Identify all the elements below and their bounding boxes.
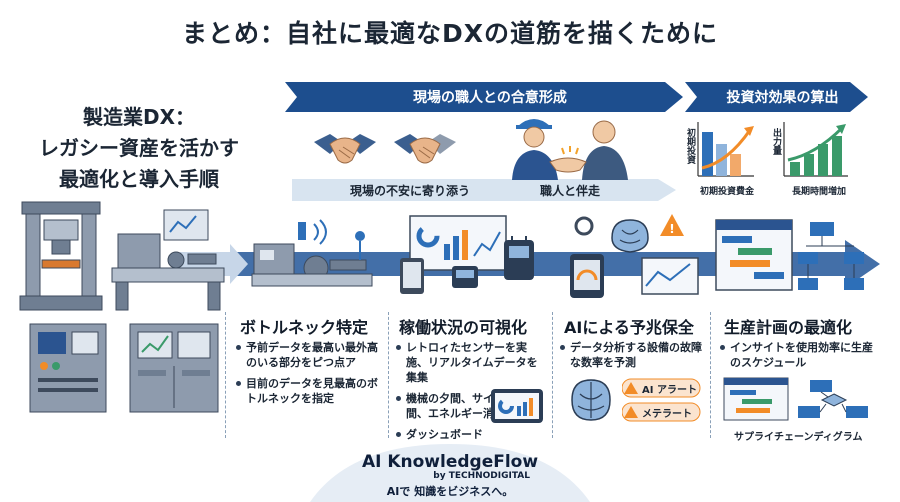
band-arrow-consensus [285, 82, 683, 112]
roi-chart-output [783, 122, 848, 177]
roi-chart-output-vlabel: 出力量 [771, 128, 781, 155]
brand-block: AI KnowledgeFlow by TECHNODIGITAL AIで 知識… [320, 442, 580, 502]
brand-backdrop [310, 444, 590, 502]
legacy-control-cabinet-icon [29, 323, 219, 413]
legacy-press-machine-icon [19, 201, 225, 311]
left-title-line-1: 製造業DX： [82, 105, 196, 129]
roi-chart-investment-caption: 初期投資費金 [700, 187, 755, 197]
roi-chart-investment [697, 122, 754, 177]
svg-text:!: ! [669, 222, 674, 236]
left-title: 製造業DX： レガシー資産を活かす 最適化と導入手順 [14, 102, 264, 195]
dashboard-tablet-icon [491, 389, 543, 423]
section-divider [710, 312, 711, 438]
section-heading-predictive: AIによる予兆保全 [564, 318, 694, 337]
ai-brain-icon [571, 379, 611, 421]
page-title: まとめ：自社に最適なDXの道筋を描くために [181, 19, 719, 48]
section-divider [552, 312, 553, 438]
gantt-chart-icon [715, 219, 864, 291]
section-heading-visualization: 稼働状況の可視化 [399, 318, 528, 337]
sub-label-anxiety: 現場の不安に寄り添う [350, 184, 471, 198]
roi-chart-investment-vlabel: 初期投資 [685, 128, 695, 164]
left-title-line-3: 最適化と導入手順 [59, 167, 219, 191]
alert-badges [622, 378, 701, 422]
sub-label-accompany: 職人と伴走 [540, 184, 601, 198]
alert-label-ai: AI アラート [642, 385, 697, 396]
section-divider [388, 312, 389, 438]
band-label-roi: 投資対効果の算出 [726, 90, 839, 106]
section-heading-planning: 生産計画の最適化 [724, 318, 853, 337]
band-label-consensus: 現場の職人との合意形成 [413, 90, 567, 106]
section-bullets-predictive: データ分析する設備の故障な数率を予測 [560, 340, 706, 376]
roi-chart-output-caption: 長期時間増加 [792, 187, 847, 197]
brand-byline: by TECHNODIGITAL [433, 471, 530, 481]
section-divider [225, 312, 226, 438]
sub-band-arrow [292, 179, 676, 201]
worker-craftsman-icon [512, 119, 628, 180]
section-bullets-planning: インサイトを使用効率に生産のスケジュール [720, 340, 880, 376]
brand-name: AI KnowledgeFlow [361, 452, 539, 472]
section-bullets-bottleneck: 予前データを最高い最外高のいる部分をピつ点ア 目前のデータを見最高のボトルネック… [236, 340, 382, 412]
alert-label-maintenance: メテラート [642, 409, 692, 420]
bullet-item: レトロィたセンサーを実施、リアルタイムデータを集集 [396, 340, 548, 385]
ai-predictive-icon: ! [570, 214, 699, 298]
supply-chain-caption: サプライチェーンディグラム [734, 432, 863, 443]
bullet-item: データ分析する設備の故障な数率を予測 [560, 340, 706, 370]
bottleneck-lathe-icon [251, 219, 373, 287]
section-heading-bottleneck: ボトルネック特定 [240, 318, 369, 337]
top-band-arrows [285, 82, 868, 112]
bullet-item: インサイトを使用効率に生産のスケジュール [720, 340, 880, 370]
brand-tagline: AIで 知識をビジネスへ。 [386, 485, 514, 498]
monitoring-dashboard-icon [400, 215, 534, 294]
warning-icon [624, 382, 638, 394]
bullet-item: ダッシュボード [396, 427, 548, 442]
handshake-icon [394, 134, 456, 164]
supply-chain-diagram-icon [723, 377, 868, 421]
bullet-item: 目前のデータを見最高のボトルネックを指定 [236, 376, 382, 406]
band-arrow-roi [685, 82, 868, 112]
bullet-item: 予前データを最高い最外高のいる部分をピつ点ア [236, 340, 382, 370]
handshake-icon [314, 134, 376, 164]
left-title-line-2: レガシー資産を活かす [39, 136, 239, 160]
warning-icon [624, 406, 638, 418]
